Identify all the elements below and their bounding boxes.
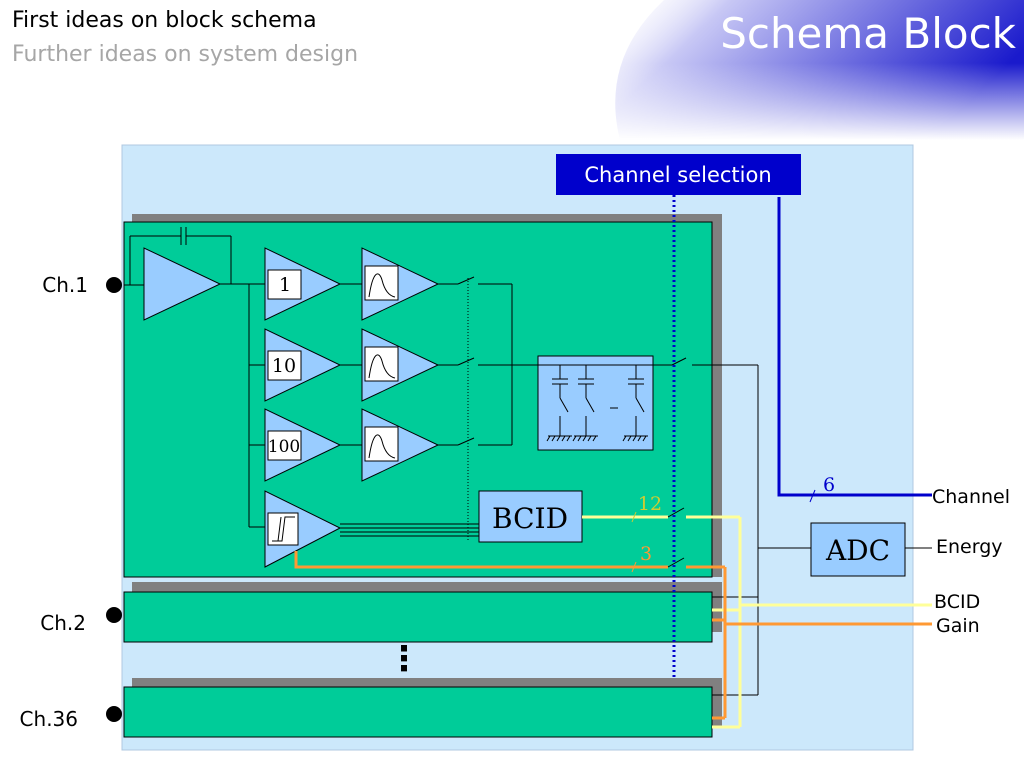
- input-dot-ch36: [106, 706, 122, 722]
- memory-output-switch: [653, 357, 811, 696]
- gain-label-10: 10: [272, 355, 296, 377]
- bcid-width-label: 12: [638, 493, 662, 515]
- title-banner: [600, 0, 1024, 140]
- preamplifier: [124, 227, 265, 321]
- gain-width-label: 3: [640, 543, 652, 565]
- input-label-ch2: Ch.2: [40, 611, 86, 635]
- input-dot-ch1: [106, 277, 122, 293]
- channel-selection-box: [556, 154, 801, 195]
- channel-bus: [777, 197, 932, 497]
- output-label-bcid: BCID: [934, 591, 980, 613]
- output-label-energy: Energy: [936, 536, 1003, 558]
- adc-block: [810, 522, 906, 577]
- gain-amplifier-100: [264, 408, 362, 482]
- gain-bus: [294, 551, 932, 720]
- gain-bus-wiring: [248, 284, 265, 528]
- gain-switch: [667, 557, 685, 568]
- channel-2-block: [123, 591, 713, 643]
- gain-width-tick: [631, 561, 637, 573]
- analog-memory: [537, 355, 654, 451]
- gain-label-100: 100: [268, 437, 300, 457]
- slide-title: Schema Block: [720, 9, 1016, 58]
- channel-width-tick: [809, 489, 816, 503]
- channel-ellipsis: ⋮: [387, 639, 421, 679]
- channel-36-block: [123, 686, 713, 738]
- discriminator: [264, 490, 479, 568]
- output-label-gain: Gain: [936, 615, 980, 637]
- nav-item-current[interactable]: First ideas on block schema: [12, 8, 317, 33]
- nav-item-next[interactable]: Further ideas on system design: [12, 42, 359, 67]
- adc-block-label: ADC: [825, 534, 890, 567]
- gain-amplifier-1: [264, 247, 362, 321]
- bcid-switch: [667, 507, 685, 518]
- gain-switches: [457, 276, 538, 540]
- shaper-1: [361, 247, 458, 321]
- bcid-width-tick: [631, 511, 637, 523]
- input-label-ch1: Ch.1: [42, 273, 88, 297]
- gain-amplifier-10: [264, 328, 362, 402]
- channel-width-label: 6: [823, 474, 835, 496]
- input-dot-ch2: [106, 607, 122, 623]
- gain-label-1: 1: [279, 274, 291, 296]
- bcid-block: [478, 490, 583, 543]
- input-label-ch36: Ch.36: [20, 707, 78, 731]
- bcid-block-label: BCID: [492, 502, 568, 535]
- shaper-10: [361, 328, 458, 402]
- channel-selection-label: Channel selection: [584, 163, 771, 187]
- shaper-100: [361, 408, 458, 482]
- output-label-channel: Channel: [932, 486, 1010, 508]
